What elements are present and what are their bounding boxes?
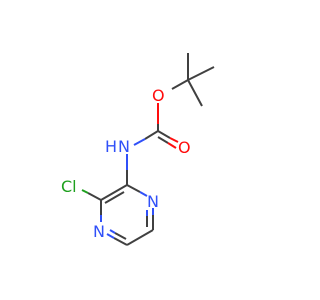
bond-ring-c2-n1 (126, 184, 141, 193)
bond-carbonyl-double-2-o (167, 142, 177, 149)
atom-n-ring-4: N (93, 222, 105, 241)
atom-n-ring-1: N (147, 192, 159, 211)
bond-carbonyl-c-to-n-blue (133, 138, 146, 146)
bond-ring-c2-c3-inner (104, 191, 125, 204)
bond-ring-c5-n4-inner-blue (109, 229, 116, 234)
bond-ring-c2-n1-blue (139, 191, 148, 197)
bond-carbonyl-double-2 (157, 136, 169, 144)
atom-o-carbonyl: O (178, 138, 191, 157)
structure-canvas: O O H N Cl N N (61, 53, 215, 246)
bond-tbu-to-o (171, 79, 189, 90)
molecule-diagram: O O H N Cl N N (61, 53, 215, 246)
atom-n-amide: N (118, 137, 130, 156)
bond-ring-c5-n4 (113, 237, 128, 246)
bond-carbonyl-double-1-o (169, 137, 179, 143)
bond-ring-c2-c3 (100, 184, 128, 201)
bond-c3-to-cl-green (81, 189, 89, 194)
bond-ring-c6-c5 (126, 229, 154, 246)
bond-ring-c5-n4-inner (114, 232, 127, 240)
bond-tbu-methyl-right (187, 66, 215, 81)
bond-tbu-methyl-down (187, 79, 203, 107)
bond-c3-to-cl (87, 192, 102, 201)
atom-cl: Cl (61, 177, 77, 196)
bond-carbonyl-c-to-n (144, 130, 159, 140)
atom-o-ester: O (152, 86, 165, 105)
atom-h-amide: H (105, 137, 117, 156)
bond-ring-c5-n4-blue (106, 233, 115, 239)
bond-carbonyl-double-1 (157, 130, 171, 139)
